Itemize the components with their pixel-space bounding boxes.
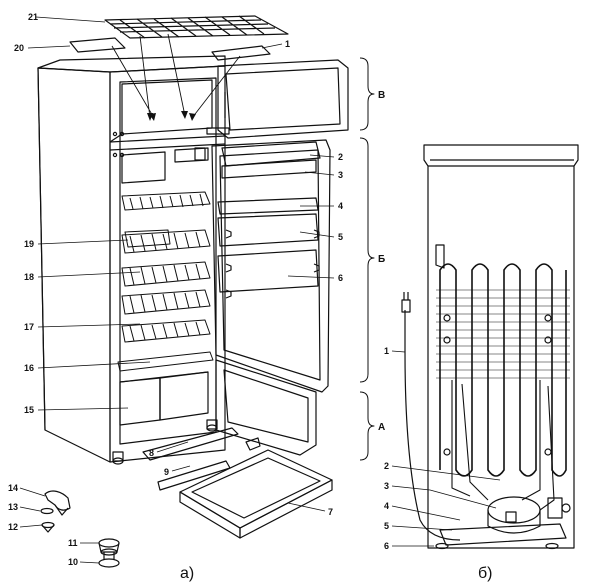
caption-b: б) (478, 565, 493, 582)
upper-hinge (206, 127, 230, 135)
section-labels: В Б А (378, 90, 385, 433)
callout-6: 6 (338, 273, 343, 283)
callout-3: 3 (338, 170, 343, 180)
compressor (487, 496, 571, 534)
callout-21: 21 (28, 12, 38, 22)
callout-16: 16 (24, 363, 34, 373)
left-callout-labels: 21 20 1 2 3 4 5 6 19 18 17 16 15 8 9 7 1… (8, 12, 343, 567)
caption-a: а) (180, 565, 194, 582)
refrigerant-pipes (451, 380, 555, 511)
condenser-wires (436, 289, 570, 379)
rear-view-refrigerator (391, 144, 579, 550)
assembly-arrows (111, 33, 241, 119)
compressor-base (439, 523, 567, 546)
power-cord (401, 292, 461, 541)
callout-8: 8 (149, 448, 154, 458)
drip-tray (179, 449, 333, 539)
callout-10: 10 (68, 557, 78, 567)
callout-19: 19 (24, 239, 34, 249)
callout-b-4: 4 (384, 501, 389, 511)
section-label-a: А (378, 422, 385, 433)
crisper-drawers (119, 371, 209, 426)
right-callout-labels: 1 2 3 4 5 6 (384, 346, 389, 551)
evaporator (121, 147, 209, 184)
section-label-v: В (378, 90, 385, 101)
shelves (117, 191, 214, 372)
callout-b-2: 2 (384, 461, 389, 471)
callout-b-3: 3 (384, 481, 389, 491)
right-lid-piece (211, 45, 271, 61)
callout-14: 14 (8, 483, 18, 493)
support-rail-9 (157, 460, 231, 491)
callout-12: 12 (8, 522, 18, 532)
section-braces (359, 57, 375, 461)
adjustable-foot (98, 538, 120, 568)
callout-leaders (19, 16, 335, 564)
condenser-mounts (443, 314, 552, 456)
support-rail-8 (142, 427, 239, 461)
callout-13: 13 (8, 502, 18, 512)
cabinet-body (37, 55, 226, 465)
rail-clip (245, 437, 261, 451)
callout-b-5: 5 (384, 521, 389, 531)
section-label-b: Б (378, 254, 385, 265)
callout-b-6: 6 (384, 541, 389, 551)
callout-4: 4 (338, 201, 343, 211)
callout-17: 17 (24, 322, 34, 332)
callout-1: 1 (285, 39, 290, 49)
top-bracket (435, 244, 445, 269)
callout-2: 2 (338, 152, 343, 162)
hinge-parts (40, 490, 71, 533)
callout-7: 7 (328, 507, 333, 517)
top-grid (104, 15, 289, 39)
fridge-door (211, 139, 331, 393)
callout-b-1: 1 (384, 346, 389, 356)
callout-11: 11 (68, 538, 78, 548)
callout-9: 9 (164, 467, 169, 477)
callout-15: 15 (24, 405, 34, 415)
lower-freezer-door (215, 359, 317, 456)
callout-5: 5 (338, 232, 343, 242)
freezer-door (217, 59, 349, 139)
callout-20: 20 (14, 43, 24, 53)
front-view-refrigerator (19, 15, 375, 568)
callout-leaders-b (391, 350, 501, 547)
callout-18: 18 (24, 272, 34, 282)
left-lid-piece (69, 37, 126, 53)
